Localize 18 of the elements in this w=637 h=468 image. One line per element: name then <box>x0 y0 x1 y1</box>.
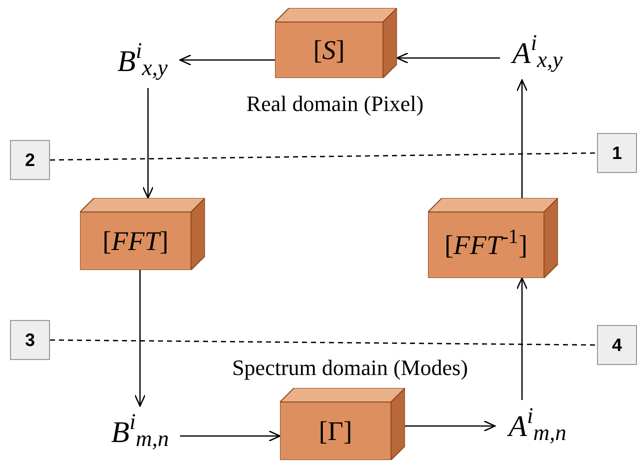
operator-label: [S] <box>313 36 345 64</box>
arrow <box>516 79 528 198</box>
arrow <box>179 54 275 66</box>
arrow <box>396 52 500 64</box>
step-number: 2 <box>10 140 50 180</box>
step-number: 1 <box>597 133 637 173</box>
dashed-line <box>50 152 597 161</box>
arrow <box>142 88 154 199</box>
step-number: 3 <box>10 320 50 360</box>
operator-label: [FFT] <box>102 228 168 254</box>
arrow <box>405 420 496 432</box>
dashed-line <box>50 339 597 346</box>
arrow <box>180 430 281 442</box>
arrow <box>134 270 146 407</box>
step-number: 4 <box>597 325 637 365</box>
operator-label: [Γ] <box>318 418 352 444</box>
arrow <box>516 277 528 400</box>
operator-label: [FFT$^{-1}$] <box>444 232 528 258</box>
